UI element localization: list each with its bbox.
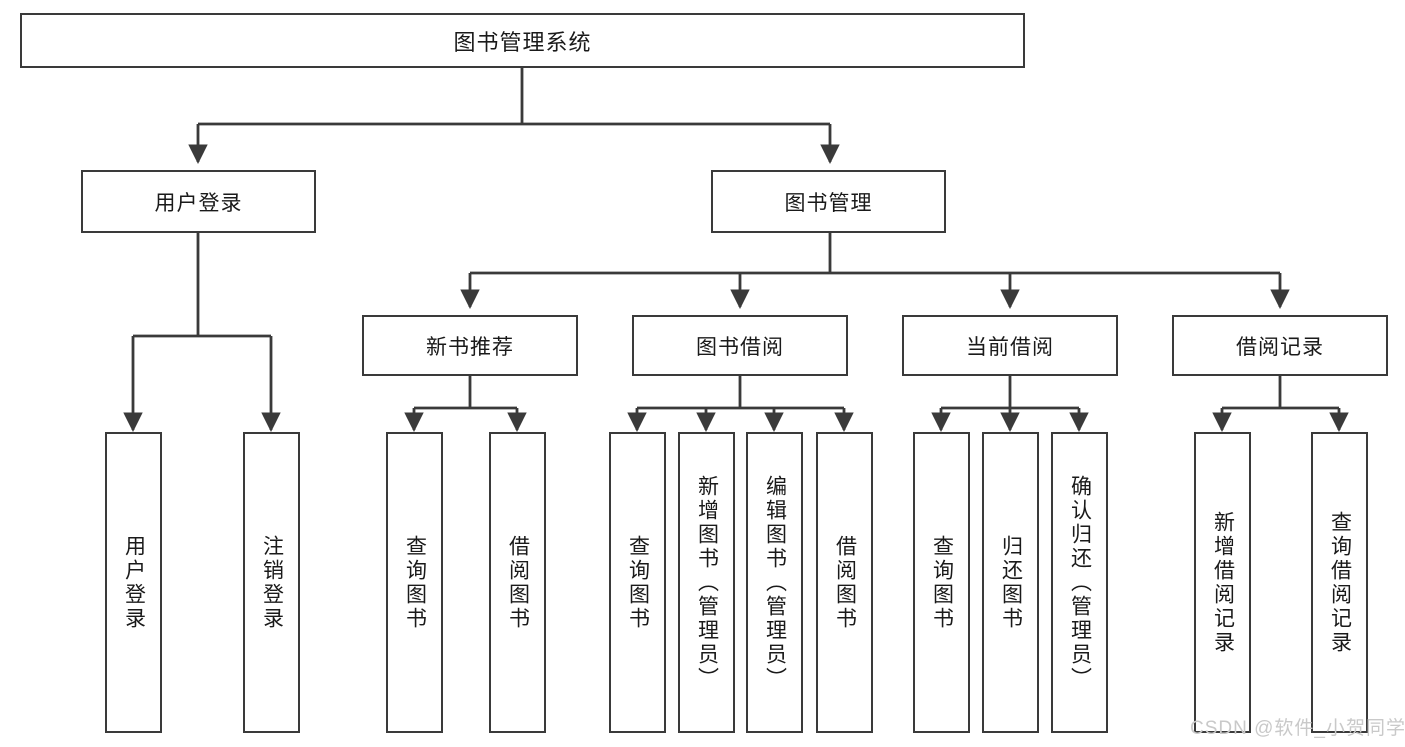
leaf-borrow-query-book[interactable]: 查询图书 <box>609 432 666 733</box>
node-new-book-recommend[interactable]: 新书推荐 <box>362 315 578 376</box>
leaf-user-login-login[interactable]: 用户登录 <box>105 432 162 733</box>
node-root-system[interactable]: 图书管理系统 <box>20 13 1025 68</box>
leaf-current-query-book[interactable]: 查询图书 <box>913 432 970 733</box>
leaf-borrow-edit-book-admin[interactable]: 编辑图书（管理员） <box>746 432 803 733</box>
leaf-record-query-record[interactable]: 查询借阅记录 <box>1311 432 1368 733</box>
node-book-borrow[interactable]: 图书借阅 <box>632 315 848 376</box>
node-borrow-record[interactable]: 借阅记录 <box>1172 315 1388 376</box>
leaf-current-confirm-return-admin[interactable]: 确认归还（管理员） <box>1051 432 1108 733</box>
leaf-recommend-query-book[interactable]: 查询图书 <box>386 432 443 733</box>
node-book-management[interactable]: 图书管理 <box>711 170 946 233</box>
leaf-recommend-borrow-book[interactable]: 借阅图书 <box>489 432 546 733</box>
node-user-login[interactable]: 用户登录 <box>81 170 316 233</box>
leaf-current-return-book[interactable]: 归还图书 <box>982 432 1039 733</box>
leaf-borrow-add-book-admin[interactable]: 新增图书（管理员） <box>678 432 735 733</box>
leaf-record-add-record[interactable]: 新增借阅记录 <box>1194 432 1251 733</box>
leaf-borrow-borrow-book[interactable]: 借阅图书 <box>816 432 873 733</box>
leaf-user-login-logout[interactable]: 注销登录 <box>243 432 300 733</box>
node-current-borrow[interactable]: 当前借阅 <box>902 315 1118 376</box>
